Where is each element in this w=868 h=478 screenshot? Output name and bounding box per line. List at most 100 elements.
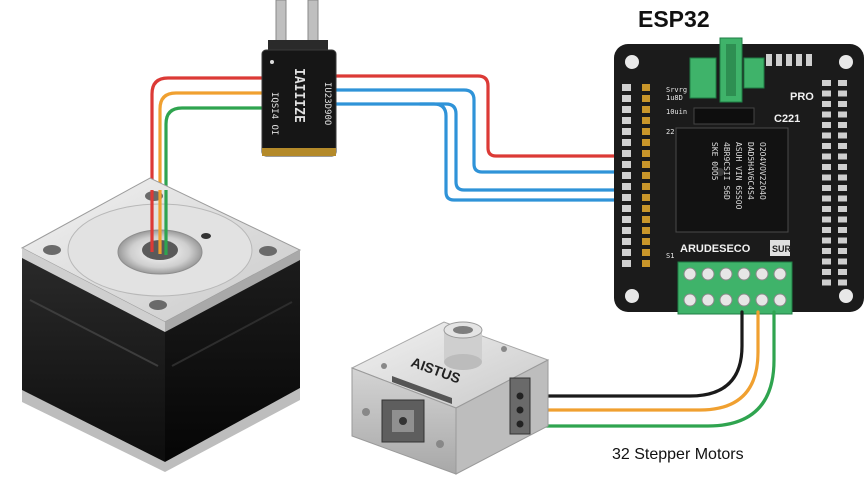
header-pin: [822, 195, 831, 202]
connector-pin: [516, 406, 524, 414]
chip-text-line: DAD5H4V6C4S4: [746, 142, 755, 200]
terminal-screw: [683, 293, 697, 307]
mount-hole: [149, 300, 167, 310]
terminal-screw: [701, 267, 715, 281]
header-pad: [642, 106, 650, 113]
header-pin: [822, 164, 831, 170]
header-pin: [838, 80, 847, 86]
header-pin: [838, 132, 847, 139]
terminal-screw: [683, 267, 697, 281]
header-pin: [838, 122, 847, 128]
header-pin: [622, 194, 631, 201]
block-cylinder-hole: [453, 326, 473, 334]
header-pad: [642, 238, 650, 245]
wire-blue-esp-3: [418, 102, 634, 202]
header-pin: [622, 150, 631, 157]
header-pin: [786, 54, 792, 66]
wire-green-block: [526, 310, 776, 428]
header-pin: [622, 216, 631, 223]
chip-text-line: ASUH VIN 6SSOO: [734, 142, 743, 210]
terminal-screw: [773, 267, 787, 281]
header-pad: [642, 205, 650, 212]
header-pin: [622, 249, 631, 256]
wire-orange-motor: [158, 91, 264, 254]
terminal-screw: [737, 293, 751, 307]
motor-top-edge: [22, 248, 165, 332]
motor-wires: [150, 76, 264, 255]
screw-terminal: [677, 261, 793, 315]
header-pin: [838, 153, 847, 160]
header-pin: [622, 117, 631, 124]
chip-text-line: 4BR9CSII S6D: [722, 142, 731, 200]
small-ic: [693, 107, 755, 125]
motor-left-face: [22, 256, 165, 462]
header-pin: [622, 161, 631, 168]
header-pin: [838, 164, 847, 170]
chip-dot: [716, 168, 724, 176]
header-pin: [622, 128, 631, 135]
wire-green-motor: [164, 106, 264, 255]
header-pin: [622, 106, 631, 113]
motor-right-face: [165, 258, 300, 462]
small-block-module: AISTUS: [350, 321, 550, 475]
right-pin-header: [822, 80, 847, 286]
terminal-screw: [701, 293, 715, 307]
pcb-hole: [625, 55, 639, 69]
header-pin: [838, 248, 847, 254]
silk-side-2: 1u8D: [666, 94, 683, 102]
block-screw: [362, 408, 370, 416]
wire-blue-esp-2: [334, 102, 634, 192]
terminal-screw: [719, 293, 733, 307]
block-cylinder-base: [444, 354, 482, 370]
header-pin: [822, 269, 831, 275]
header-pin: [806, 54, 812, 66]
silk-side-1: Srvrg: [666, 86, 687, 94]
top-pin-header: [766, 54, 812, 66]
header-pad: [642, 183, 650, 190]
terminal-wires: [526, 310, 776, 428]
header-pin: [838, 269, 847, 275]
header-pin: [822, 143, 831, 149]
screw-dot: [201, 233, 211, 239]
wire-blue-esp-1: [334, 88, 634, 174]
header-pad: [642, 128, 650, 135]
silk-chip-id: C221: [774, 113, 800, 125]
header-pin: [822, 90, 831, 97]
header-pad: [642, 172, 650, 179]
silk-side-5: S1: [666, 252, 674, 260]
terminal-screw: [719, 267, 733, 281]
header-pin: [822, 237, 831, 244]
block-screw: [381, 363, 387, 369]
header-pin: [822, 101, 831, 107]
header-pin: [838, 195, 847, 202]
motor-groove: [171, 301, 293, 367]
header-pin: [838, 237, 847, 244]
header-pin: [822, 227, 831, 233]
header-pin: [822, 216, 831, 223]
header-pin: [822, 206, 831, 212]
motor-wire-ends: [150, 190, 168, 255]
header-pin: [822, 111, 831, 118]
silk-sur-box: [770, 240, 790, 256]
left-pin-header: [622, 84, 650, 267]
motor-top-edge: [165, 250, 300, 332]
header-pad: [642, 260, 650, 267]
pcb-hole: [839, 55, 853, 69]
header-pin: [838, 185, 847, 191]
header-pin: [838, 143, 847, 149]
header-pad: [642, 216, 650, 223]
silk-side-3: 10uin: [666, 108, 687, 116]
header-pin: [838, 111, 847, 118]
header-pad: [642, 227, 650, 234]
header-pin: [838, 174, 847, 181]
header-pin: [822, 248, 831, 254]
header-pad: [642, 139, 650, 146]
silk-side-4: 22: [666, 128, 674, 136]
silk-pro: PRO: [790, 91, 814, 103]
driver-gold-edge: [262, 148, 336, 156]
silk-sur: SUR: [772, 244, 792, 254]
driver-silk-right: IU23D90O: [322, 82, 332, 125]
